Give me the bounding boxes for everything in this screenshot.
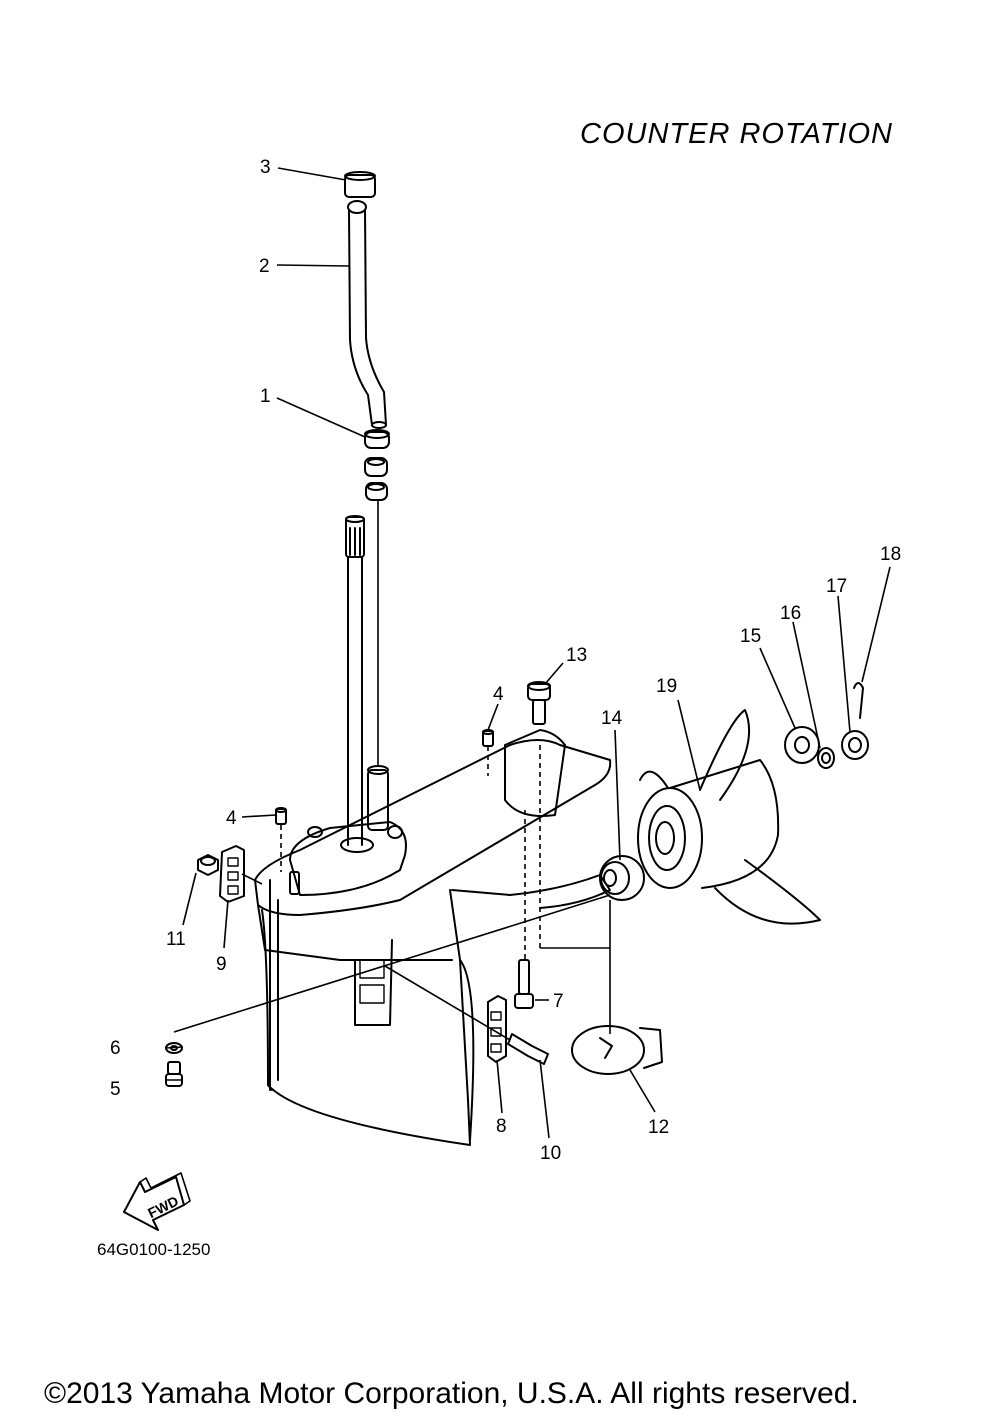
- part-9-anode[interactable]: [219, 845, 245, 903]
- part-5-bolt[interactable]: [165, 1061, 183, 1087]
- part-7-bolt[interactable]: [514, 959, 534, 1009]
- callout-4-upper: 4: [493, 684, 504, 705]
- callout-8: 8: [496, 1116, 507, 1137]
- diagram-title: COUNTER ROTATION: [580, 118, 893, 150]
- callout-15: 15: [740, 626, 761, 647]
- callout-labels: 3 2 1 4 4 13 14 19 15 16 17 18 11 9 6 5 …: [110, 157, 901, 1164]
- callout-5: 5: [110, 1079, 121, 1100]
- part-13-bolt[interactable]: [527, 681, 551, 725]
- part-16-washer[interactable]: [817, 747, 835, 769]
- callout-4-lower: 4: [226, 808, 237, 829]
- callout-3: 3: [260, 157, 271, 178]
- callout-16: 16: [780, 603, 801, 624]
- copyright-notice: ©2013 Yamaha Motor Corporation, U.S.A. A…: [44, 1377, 859, 1410]
- diagram-part-code: 64G0100-1250: [97, 1240, 211, 1259]
- lower-casing[interactable]: [254, 729, 612, 1146]
- drive-shaft[interactable]: [345, 515, 365, 846]
- part-14-thrust-washer[interactable]: [599, 855, 645, 901]
- part-8-anode[interactable]: [487, 995, 507, 1063]
- callout-19: 19: [656, 676, 677, 697]
- callout-6: 6: [110, 1038, 121, 1059]
- callout-17: 17: [826, 576, 847, 597]
- leader-lines: [165, 167, 891, 1139]
- part-15-spacer[interactable]: [784, 726, 820, 764]
- callout-18: 18: [880, 544, 901, 565]
- part-19-propeller[interactable]: [637, 709, 821, 925]
- callout-2: 2: [259, 256, 270, 277]
- part-2-water-tube[interactable]: [347, 200, 387, 429]
- part-12-trim-tab[interactable]: [571, 1025, 663, 1075]
- part-17-castle-nut[interactable]: [841, 730, 869, 760]
- casing-stud: [289, 871, 300, 895]
- part-4-dowel-pin-lower[interactable]: [275, 807, 287, 825]
- callout-10: 10: [540, 1143, 561, 1164]
- part-18-cotter-pin[interactable]: [853, 682, 864, 719]
- part-11-nut[interactable]: [197, 854, 219, 876]
- fwd-arrow-icon: FWD: [123, 1172, 191, 1231]
- callout-14: 14: [601, 708, 623, 729]
- callout-7: 7: [553, 991, 564, 1012]
- part-10-bolt[interactable]: [507, 1033, 549, 1065]
- callout-11: 11: [166, 929, 186, 950]
- callout-12: 12: [648, 1117, 669, 1138]
- callout-9: 9: [216, 954, 227, 975]
- part-3-cap[interactable]: [344, 171, 376, 198]
- callout-13: 13: [566, 645, 587, 666]
- part-1-grommet[interactable]: [364, 429, 390, 501]
- callout-1: 1: [260, 386, 271, 407]
- part-4-dowel-pin-upper[interactable]: [482, 729, 494, 747]
